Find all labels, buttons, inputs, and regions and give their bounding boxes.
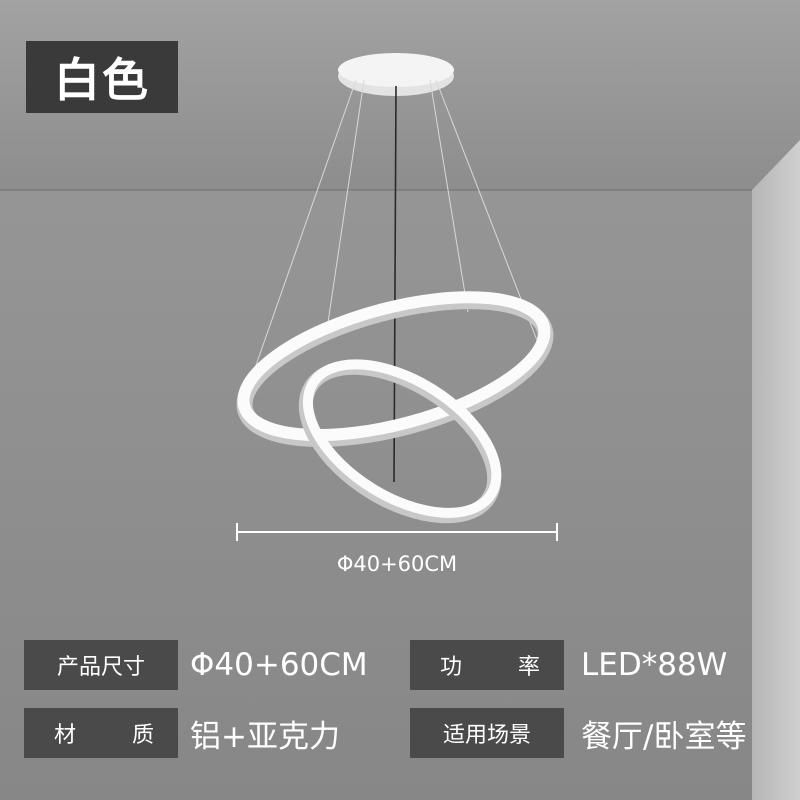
power-cord: [393, 85, 397, 483]
spec-label-scene: 适用场景: [410, 708, 564, 758]
side-wall: [752, 140, 800, 800]
spec-label-power: 功 率: [410, 640, 564, 690]
spec-label-material: 材 质: [24, 708, 178, 758]
dimension-label: Φ40+60CM: [336, 552, 458, 576]
dimension-line: [236, 523, 558, 541]
small-ring: [298, 359, 502, 524]
large-ring: [236, 291, 554, 447]
spec-value-material: 铝+亚克力: [190, 718, 340, 755]
color-tag: 白色: [26, 41, 178, 113]
suspension-wires: [247, 79, 541, 389]
canopy: [338, 53, 454, 87]
spec-value-power: LED*88W: [581, 647, 728, 683]
spec-value-size: Φ40+60CM: [190, 647, 368, 683]
spec-label-size: 产品尺寸: [24, 640, 178, 690]
spec-value-scene: 餐厅/卧室等: [581, 718, 747, 755]
